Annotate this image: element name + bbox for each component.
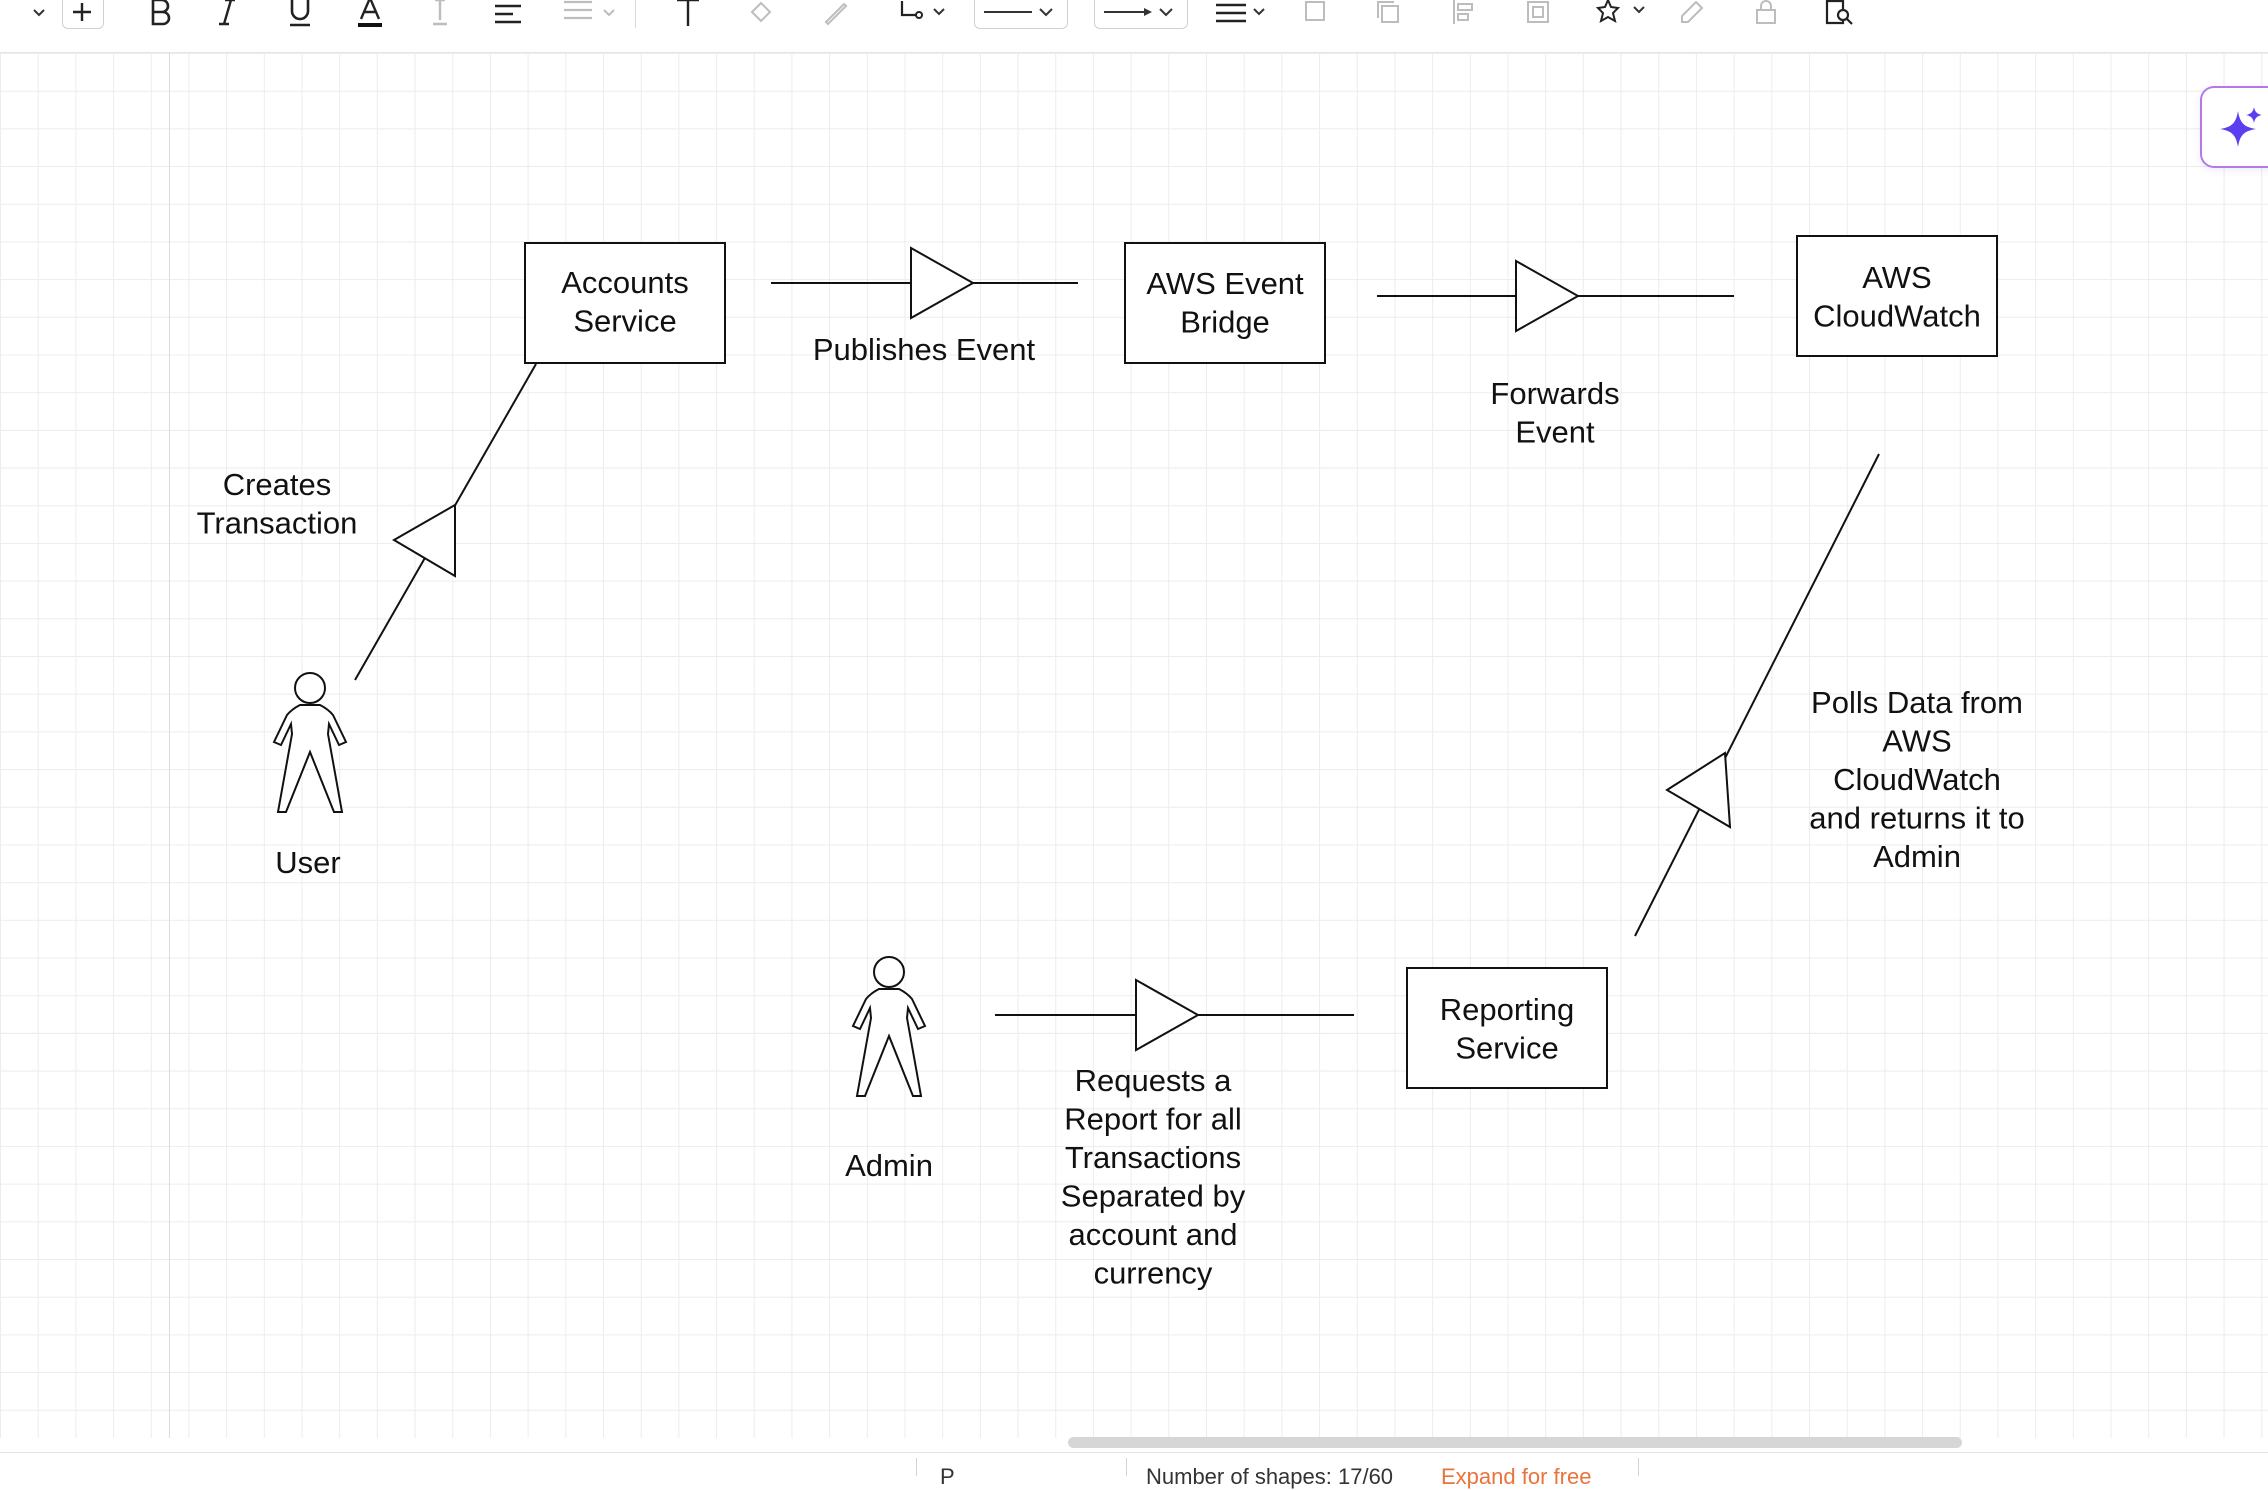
chevron-down-icon[interactable] — [24, 0, 54, 38]
italic-icon[interactable] — [212, 0, 242, 38]
page-label[interactable]: P — [940, 1464, 955, 1489]
line-style-icon[interactable] — [980, 0, 1060, 38]
underline-icon[interactable] — [284, 0, 316, 38]
add-icon[interactable] — [66, 0, 98, 38]
admin-actor-label: Admin — [845, 1148, 933, 1183]
magic-select-icon[interactable] — [1594, 0, 1654, 38]
status-divider — [1638, 1458, 1639, 1476]
ai-assistant-button[interactable] — [2200, 86, 2268, 168]
find-icon[interactable] — [1822, 0, 1856, 38]
toolbar-divider — [635, 0, 636, 28]
reporting-service-box[interactable] — [1406, 967, 1608, 1089]
arrow-style-icon[interactable] — [1100, 0, 1180, 38]
text-highlight-icon[interactable] — [425, 0, 455, 38]
edit-icon[interactable] — [1676, 0, 1708, 38]
bring-forward-icon[interactable] — [1300, 0, 1332, 38]
bold-icon[interactable] — [145, 0, 175, 38]
horizontal-scrollbar[interactable] — [1068, 1437, 1962, 1448]
send-backward-icon[interactable] — [1372, 0, 1404, 38]
publishes-event-label: Publishes Event — [813, 332, 1036, 367]
sparkle-icon — [2220, 107, 2262, 147]
line-color-icon[interactable] — [820, 0, 852, 38]
font-color-icon[interactable] — [354, 0, 386, 38]
connector-icon[interactable] — [896, 0, 952, 38]
user-actor-icon[interactable] — [272, 672, 348, 813]
aws-event-bridge-box[interactable] — [1124, 242, 1326, 364]
status-bar — [0, 1452, 2268, 1477]
align-shapes-icon[interactable] — [1448, 0, 1480, 38]
arrow-style-select[interactable] — [1094, 0, 1188, 29]
toolbar — [0, 0, 2268, 53]
polls-data-connector[interactable] — [1634, 453, 1880, 937]
creates-transaction-connector[interactable] — [354, 363, 537, 681]
status-divider — [916, 1458, 917, 1476]
user-actor-label: User — [275, 845, 340, 880]
fill-icon[interactable] — [744, 0, 776, 38]
aws-cloudwatch-box[interactable] — [1796, 235, 1998, 357]
status-divider — [1126, 1458, 1127, 1476]
lock-icon[interactable] — [1750, 0, 1782, 38]
admin-actor-icon[interactable] — [851, 956, 927, 1097]
expand-link[interactable]: Expand for free — [1441, 1464, 1592, 1489]
line-weight-icon[interactable] — [1212, 0, 1272, 38]
line-spacing-icon[interactable] — [560, 0, 618, 38]
publishes-event-connector[interactable] — [771, 246, 1078, 320]
text-tool-icon[interactable] — [672, 0, 704, 38]
page-margin-guide — [169, 53, 170, 1438]
line-style-select[interactable] — [974, 0, 1068, 29]
group-icon[interactable] — [1522, 0, 1554, 38]
align-left-icon[interactable] — [492, 0, 524, 38]
forwards-event-connector[interactable] — [1377, 259, 1734, 333]
shape-count: Number of shapes: 17/60 — [1146, 1464, 1394, 1489]
accounts-service-box[interactable] — [524, 242, 726, 364]
requests-report-connector[interactable] — [995, 978, 1354, 1052]
